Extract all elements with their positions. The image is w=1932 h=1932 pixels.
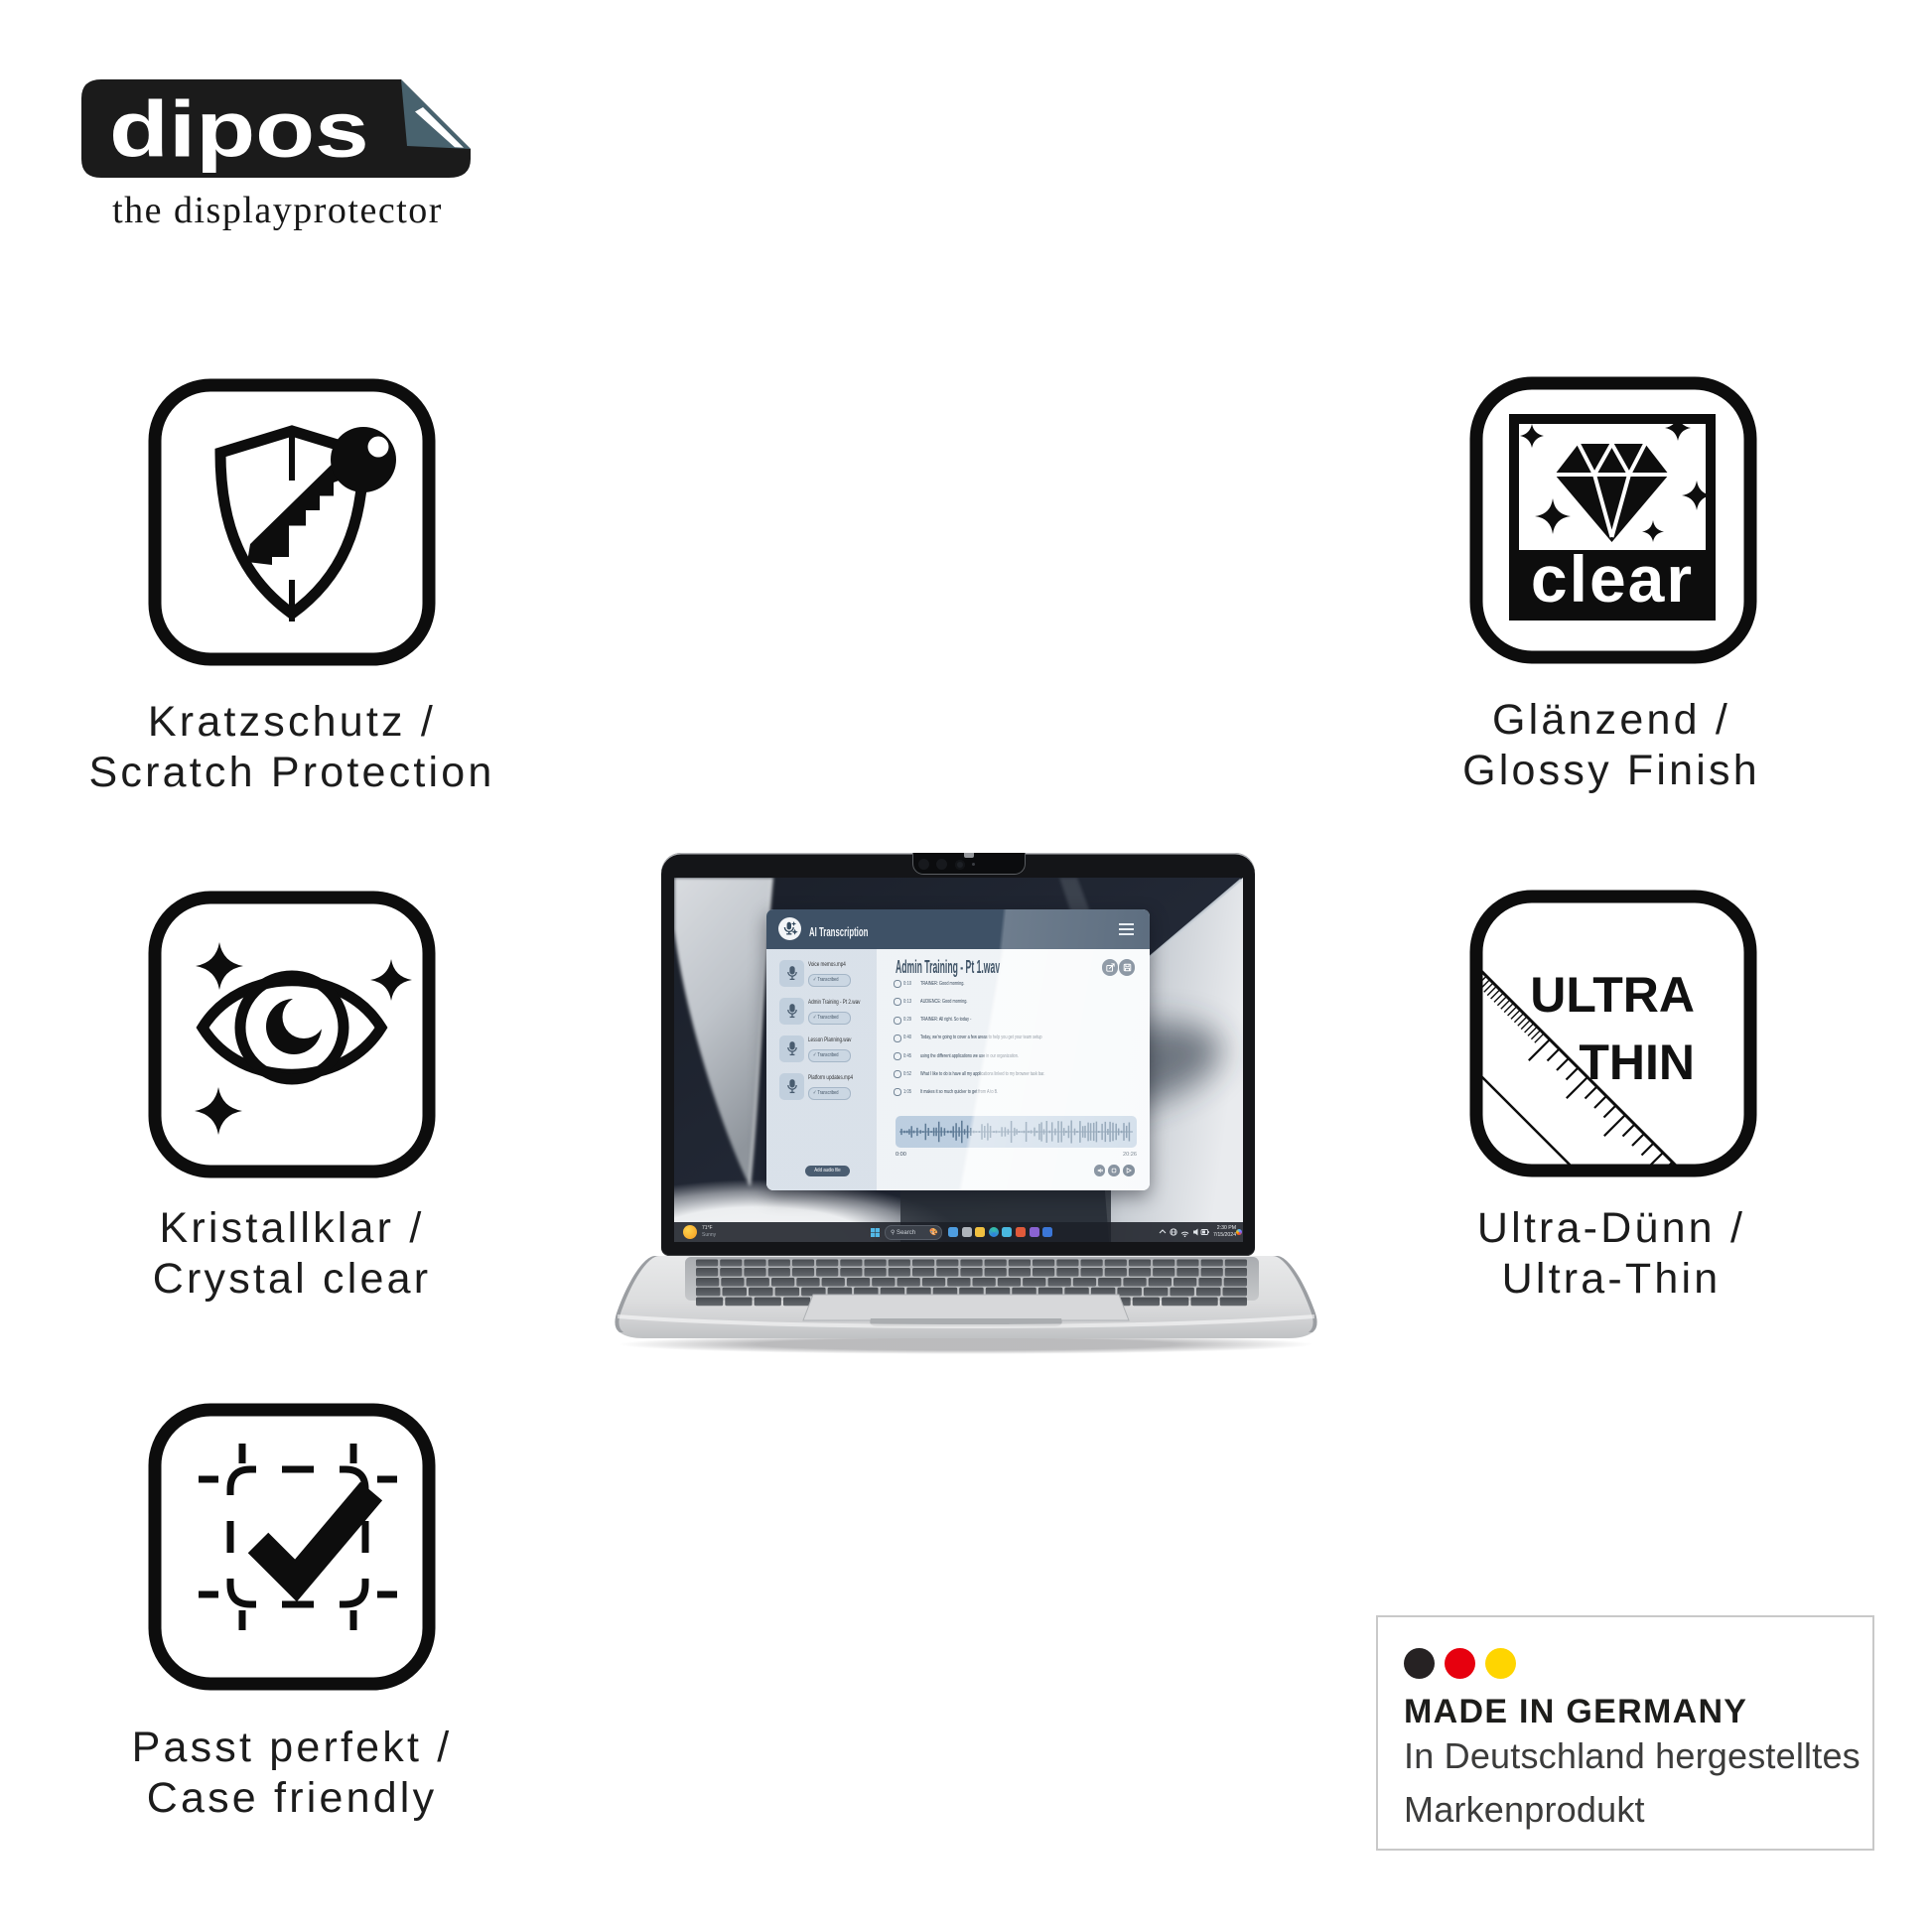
- svg-text:ULTRA: ULTRA: [1530, 967, 1695, 1023]
- svg-text:THIN: THIN: [1579, 1035, 1695, 1090]
- svg-text:clear: clear: [1531, 542, 1694, 616]
- svg-text:dipos: dipos: [109, 84, 369, 173]
